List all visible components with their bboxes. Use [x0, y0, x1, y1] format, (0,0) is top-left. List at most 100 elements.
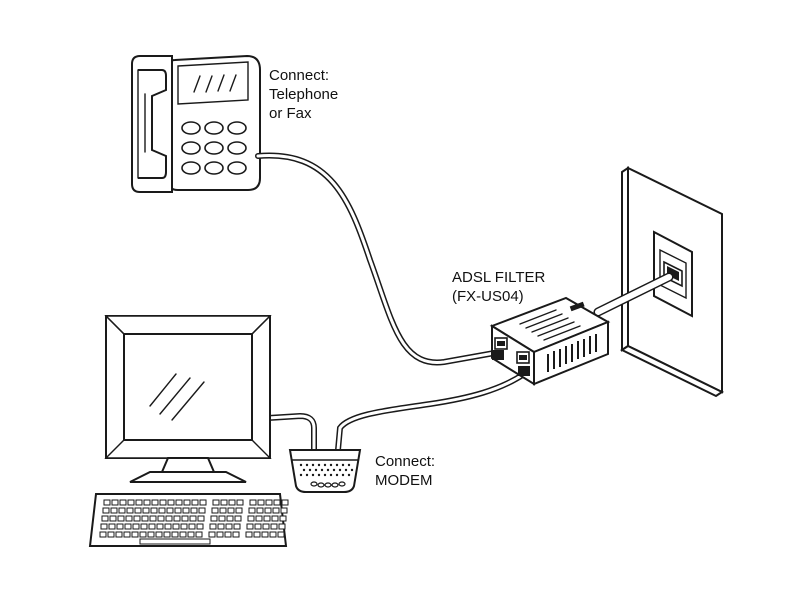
- keyboard-key: [181, 515, 189, 522]
- keyboard-key: [265, 499, 273, 506]
- keyboard-key: [188, 523, 196, 530]
- keyboard-key: [247, 515, 255, 522]
- keyboard-key: [133, 515, 141, 522]
- modem-grille-dot: [350, 468, 354, 472]
- keyboard-key: [272, 507, 280, 514]
- keyboard-key: [273, 499, 281, 506]
- modem-grille-dot: [317, 463, 321, 467]
- keypad: [181, 121, 247, 175]
- keyboard-key: [165, 515, 173, 522]
- keyboard-key: [102, 507, 110, 514]
- keyboard-key: [255, 515, 263, 522]
- keyboard-key: [140, 523, 148, 530]
- modem-icon: [288, 449, 362, 493]
- keyboard-key: [149, 515, 157, 522]
- keyboard-key: [109, 515, 117, 522]
- keyboard-keys: [99, 499, 289, 545]
- keyboard-key: [164, 523, 172, 530]
- keyboard-key: [232, 531, 240, 538]
- keyboard-key: [196, 523, 204, 530]
- keyboard-key: [135, 499, 143, 506]
- keyboard-key: [281, 499, 289, 506]
- filter-label-line1: ADSL FILTER: [452, 269, 546, 286]
- filter-vents: [547, 334, 597, 372]
- wall-jack-icon: [663, 260, 683, 288]
- keyboard-key: [179, 531, 187, 538]
- keyboard-key: [143, 499, 151, 506]
- keyboard-key: [183, 499, 191, 506]
- keyboard-key: [261, 531, 269, 538]
- filter-modem-port-icon: [516, 351, 530, 364]
- modem-grille-dot: [305, 473, 309, 477]
- keyboard-key: [219, 507, 227, 514]
- keyboard-key: [278, 523, 286, 530]
- modem-label-line2: MODEM: [375, 472, 433, 489]
- keyboard-key: [256, 507, 264, 514]
- keyboard-key: [269, 531, 277, 538]
- modem-cord-filter: [335, 371, 527, 453]
- keyboard-key: [218, 515, 226, 522]
- keyboard-key: [124, 523, 132, 530]
- modem-label: Connect: MODEM: [375, 452, 435, 490]
- keyboard-key: [199, 499, 207, 506]
- keyboard-key: [173, 515, 181, 522]
- modem-grille-dot: [341, 473, 345, 477]
- keyboard-key: [139, 531, 147, 538]
- keyboard-key: [117, 515, 125, 522]
- keyboard-key: [235, 507, 243, 514]
- filter-label-line2: (FX-US04): [452, 288, 524, 305]
- keyboard-key: [198, 507, 206, 514]
- keyboard-key: [167, 499, 175, 506]
- keyboard-key: [210, 515, 218, 522]
- keyboard-key: [115, 531, 123, 538]
- modem-label-line1: Connect:: [375, 453, 436, 470]
- keyboard-key: [262, 523, 270, 530]
- keyboard-key: [208, 531, 216, 538]
- modem-grille-dot: [299, 473, 303, 477]
- keyboard-key: [171, 531, 179, 538]
- wall-plate: [619, 166, 725, 398]
- modem-grille: [299, 463, 354, 477]
- modem-grille-dot: [311, 473, 315, 477]
- keyboard-key: [263, 515, 271, 522]
- adsl-filter-icon: [489, 296, 611, 386]
- keyboard-key: [195, 531, 203, 538]
- keyboard-key: [147, 531, 155, 538]
- keyboard-key: [227, 507, 235, 514]
- keyboard-key: [119, 499, 127, 506]
- keyboard-key: [100, 523, 108, 530]
- keyboard-key: [228, 499, 236, 506]
- phone-label-line1: Connect:: [269, 67, 330, 84]
- keyboard-key: [123, 531, 131, 538]
- keyboard-key: [257, 499, 265, 506]
- keyboard-key: [270, 523, 278, 530]
- keyboard-key: [279, 515, 287, 522]
- modem-grille-dot: [311, 463, 315, 467]
- keyboard-key: [191, 499, 199, 506]
- keyboard-key: [116, 523, 124, 530]
- keyboard-key: [158, 507, 166, 514]
- keyboard-key: [189, 515, 197, 522]
- filter-label: ADSL FILTER (FX-US04): [452, 268, 545, 306]
- keyboard-key: [163, 531, 171, 538]
- keyboard-key: [110, 507, 118, 514]
- keyboard-key: [190, 507, 198, 514]
- keyboard-key: [225, 523, 233, 530]
- keyboard-key: [103, 499, 111, 506]
- keyboard-key: [248, 507, 256, 514]
- keyboard-key: [107, 531, 115, 538]
- keyboard-key: [187, 531, 195, 538]
- keyboard-key: [226, 515, 234, 522]
- keyboard-key: [234, 515, 242, 522]
- keyboard-key: [233, 523, 241, 530]
- keyboard-key: [220, 499, 228, 506]
- keyboard-key: [280, 507, 288, 514]
- phone-cord: [255, 152, 503, 366]
- phone-label-line2: Telephone: [269, 86, 339, 103]
- keyboard-spacebar: [139, 538, 211, 545]
- modem-grille-dot: [335, 473, 339, 477]
- keyboard-key: [150, 507, 158, 514]
- keyboard-key: [224, 531, 232, 538]
- modem-grille-dot: [344, 468, 348, 472]
